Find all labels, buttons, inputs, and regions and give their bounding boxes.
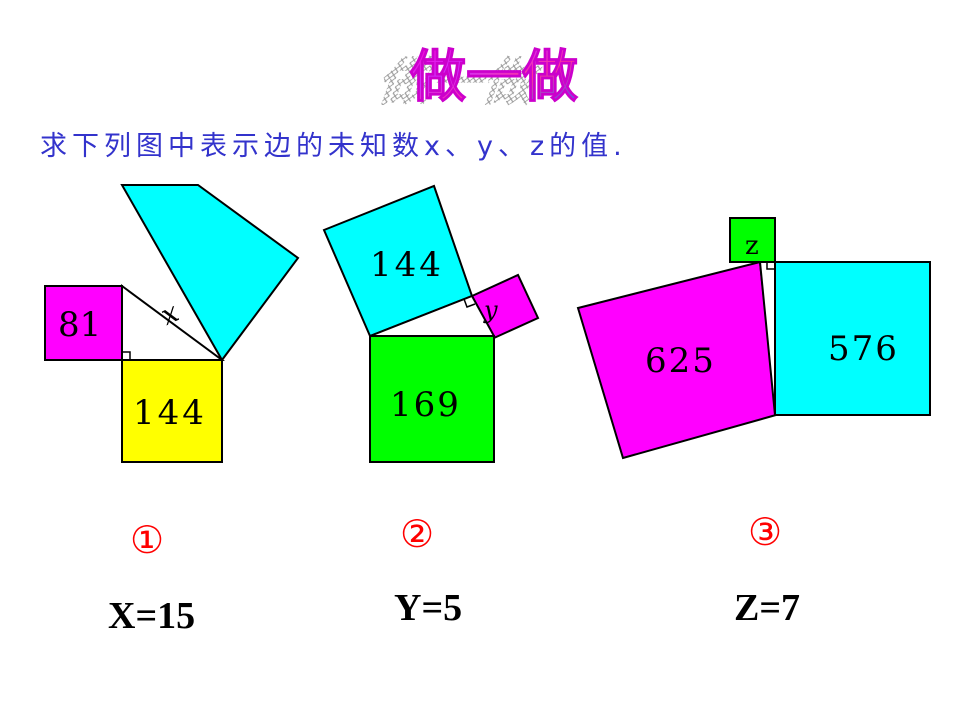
- right-triangle-2: [369, 294, 496, 337]
- label-625: 625: [645, 341, 716, 381]
- answer-x: X=15: [108, 595, 196, 637]
- figure-number-2: ②: [400, 512, 435, 556]
- right-triangle-1: [121, 284, 226, 361]
- answer-z: Z=7: [734, 587, 800, 629]
- label-z: z: [745, 231, 759, 261]
- page-title: 做一做: [409, 45, 578, 110]
- figure-1: 81 144 x: [44, 184, 300, 463]
- instruction-text: 求下列图中表示边的未知数x、y、z的值.: [40, 131, 627, 162]
- figure-number-3: ③: [748, 510, 783, 554]
- figure-3: 625 576 z: [576, 217, 931, 460]
- answer-y: Y=5: [394, 587, 463, 629]
- label-576: 576: [828, 329, 899, 369]
- title-wordart: 做一做 做一做: [370, 45, 578, 113]
- title-shadow: 做一做: [370, 52, 549, 113]
- label-y: y: [483, 296, 498, 324]
- right-angle-mark-1: [122, 351, 131, 360]
- right-angle-mark-2: [463, 298, 476, 308]
- right-angle-mark-3: [766, 262, 775, 270]
- label-144-cyan: 144: [370, 245, 444, 285]
- label-144-yellow: 144: [133, 393, 207, 433]
- figure-2: 144 169 y: [322, 184, 540, 463]
- label-81: 81: [58, 305, 101, 345]
- label-169: 169: [390, 385, 461, 425]
- figure-number-1: ①: [130, 518, 165, 562]
- hypotenuse-square-x: [120, 184, 300, 362]
